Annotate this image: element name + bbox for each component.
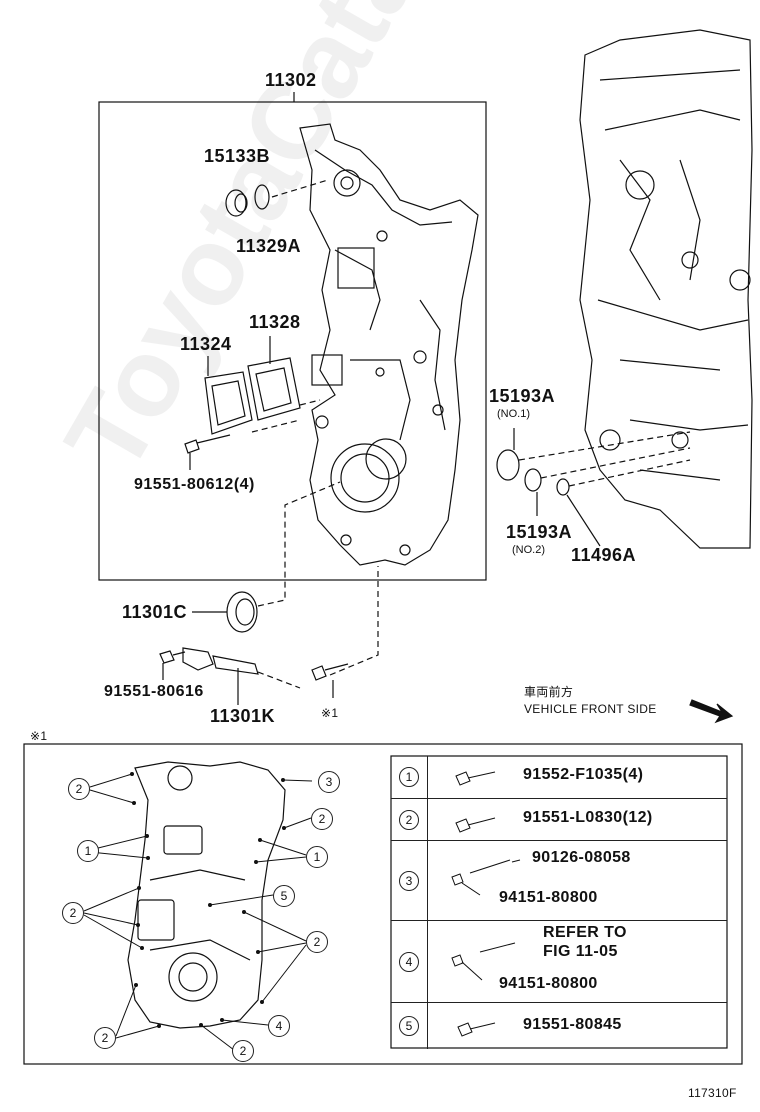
callout-2: 2 <box>94 1027 116 1049</box>
legend-row-4: 4 REFER TO FIG 11-05 94151-80800 <box>391 920 727 1003</box>
callout-5: 5 <box>273 885 295 907</box>
legend-num-1: 1 <box>399 767 419 787</box>
callout-4: 4 <box>268 1015 290 1037</box>
crank-seal-bore <box>330 443 400 513</box>
legend-num-5: 5 <box>399 1016 419 1036</box>
vehicle-front-arrow <box>689 699 734 724</box>
legend-table <box>390 755 728 1049</box>
detail-mark: ※1 <box>30 729 48 743</box>
o-ring-15193A-no2 <box>524 468 542 492</box>
oil-seal-11301C <box>226 591 258 633</box>
stud-icon-3 <box>451 859 511 886</box>
bolt-91551-80616 <box>159 650 186 664</box>
callout-3: 3 <box>318 771 340 793</box>
sensor-11301K <box>182 647 214 671</box>
legend-row-2: 2 91551-L0830(12) <box>391 798 727 841</box>
legend-row-1: 1 91552-F1035(4) <box>391 756 727 798</box>
legend-part: 91551-80845 <box>523 1016 622 1033</box>
assembly-frame <box>98 101 487 581</box>
gasket-11329A <box>254 184 270 210</box>
bolt-icon-2 <box>455 817 496 833</box>
legend-part: 91551-L0830(12) <box>523 809 653 826</box>
label-91551-80612: 91551-80612(4) <box>134 476 255 493</box>
engine-block <box>579 29 753 549</box>
label-11328: 11328 <box>249 312 301 332</box>
label-15193A-1: 15193A <box>489 386 556 406</box>
plug-15133B <box>225 189 247 217</box>
bolt-icon-1 <box>455 771 496 786</box>
o-ring-15193A-no1 <box>496 449 520 481</box>
bolt-91551-80612 <box>184 434 231 454</box>
legend-row-3: 3 90126-08058 94151-80800 <box>391 840 727 921</box>
callout-1: 1 <box>77 840 99 862</box>
detail-frame <box>23 743 743 1065</box>
label-11301K: 11301K <box>210 706 276 726</box>
callout-2: 2 <box>68 778 90 800</box>
label-15193A-2: 15193A <box>506 522 573 542</box>
cover-11324 <box>204 371 253 435</box>
gasket-11328 <box>247 357 301 421</box>
legend-part: 94151-80800 <box>499 889 598 906</box>
label-11324: 11324 <box>180 334 232 354</box>
label-no1: (NO.1) <box>497 408 530 420</box>
legend-part: 94151-80800 <box>499 975 598 992</box>
bolt-mark1 <box>311 663 349 681</box>
label-91551-80616: 91551-80616 <box>104 683 204 700</box>
legend-num-3: 3 <box>399 871 419 891</box>
legend-part: 90126-08058 <box>532 849 631 866</box>
legend-part: REFER TO <box>543 924 627 941</box>
label-11329A: 11329A <box>236 236 302 256</box>
figure-code: 117310F <box>688 1086 737 1100</box>
vehicle-front-en: VEHICLE FRONT SIDE <box>524 702 657 716</box>
label-mark1: ※1 <box>321 706 339 720</box>
label-11301C: 11301C <box>122 602 188 622</box>
vehicle-front-jp: 車両前方 <box>524 685 574 699</box>
label-15133B: 15133B <box>204 146 271 166</box>
legend-part: 91552-F1035(4) <box>523 766 644 783</box>
label-no2: (NO.2) <box>512 544 545 556</box>
label-11302: 11302 <box>265 70 317 90</box>
callout-1: 1 <box>306 846 328 868</box>
callout-2: 2 <box>311 808 333 830</box>
o-ring-11496A <box>556 478 570 496</box>
legend-part: FIG 11-05 <box>543 943 618 960</box>
callout-2: 2 <box>306 931 328 953</box>
timing-cover <box>299 123 479 566</box>
callout-2: 2 <box>232 1040 254 1062</box>
cover-boss <box>337 247 375 289</box>
detail-cover <box>127 761 286 1029</box>
callout-2: 2 <box>62 902 84 924</box>
legend-num-4: 4 <box>399 952 419 972</box>
legend-row-5: 5 91551-80845 <box>391 1002 727 1049</box>
bolt-icon-5 <box>457 1022 496 1037</box>
label-11496A: 11496A <box>571 545 637 565</box>
legend-num-2: 2 <box>399 810 419 830</box>
